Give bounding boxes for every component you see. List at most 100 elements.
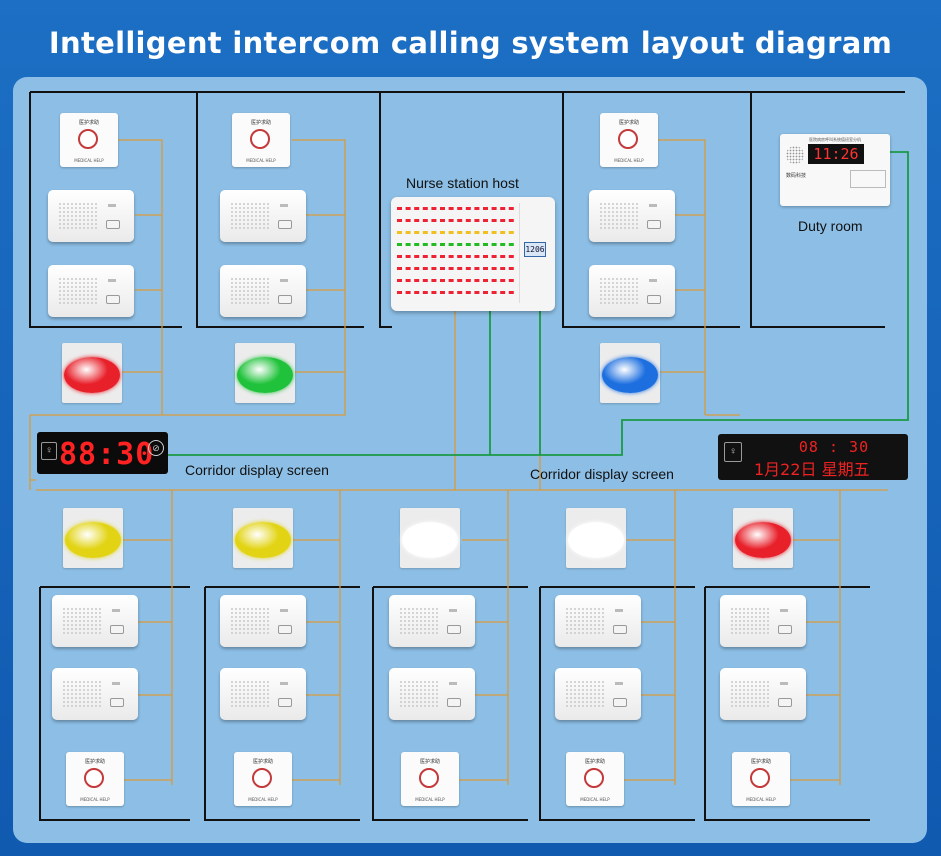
host-led — [397, 231, 402, 234]
nurse-station-host: 1206 — [391, 197, 555, 311]
host-led — [491, 267, 497, 270]
bedside-unit[interactable] — [720, 595, 806, 647]
bedside-unit[interactable] — [555, 595, 641, 647]
call-button[interactable]: 医护求助 MEDICAL HELP — [234, 752, 292, 806]
duty-device-header: 医院病房呼叫系统值班室分机 — [809, 137, 861, 142]
bedside-unit[interactable] — [52, 595, 138, 647]
bedside-unit[interactable] — [220, 265, 306, 317]
bedside-unit[interactable] — [589, 190, 675, 242]
host-led — [483, 267, 488, 270]
host-led — [440, 219, 445, 222]
bedside-unit[interactable] — [589, 265, 675, 317]
call-button-caption: MEDICAL HELP — [746, 797, 776, 802]
host-led — [448, 219, 454, 222]
host-led — [440, 291, 445, 294]
page-title: Intelligent intercom calling system layo… — [48, 26, 893, 60]
bedside-unit[interactable] — [220, 668, 306, 720]
call-button-caption: MEDICAL HELP — [246, 158, 276, 163]
host-led — [448, 243, 454, 246]
host-led — [465, 279, 471, 282]
door-lamp — [233, 508, 293, 568]
host-led — [405, 219, 411, 222]
host-led — [500, 219, 506, 222]
call-button-label: 医护求助 — [618, 120, 639, 126]
bedside-unit[interactable] — [389, 595, 475, 647]
corridor-display-left-label: Corridor display screen — [185, 462, 329, 478]
call-button[interactable]: 医护求助 MEDICAL HELP — [232, 113, 290, 167]
host-led — [397, 243, 402, 246]
room-frames — [29, 91, 905, 821]
bedside-unit[interactable] — [555, 668, 641, 720]
bedside-unit[interactable] — [720, 668, 806, 720]
duty-room-label: Duty room — [798, 218, 863, 234]
call-button[interactable]: 医护求助 MEDICAL HELP — [732, 752, 790, 806]
host-led — [397, 291, 402, 294]
host-led — [422, 231, 428, 234]
nurse-icon: ♀ — [41, 442, 57, 460]
host-led — [508, 291, 514, 294]
call-button-label: 医护求助 — [250, 120, 271, 126]
host-led — [465, 243, 471, 246]
host-screen: 1206 — [524, 242, 546, 257]
host-led — [474, 231, 480, 234]
bedside-unit[interactable] — [48, 190, 134, 242]
call-button[interactable]: 医护求助 MEDICAL HELP — [566, 752, 624, 806]
host-led — [422, 243, 428, 246]
host-led — [405, 279, 411, 282]
host-led — [474, 243, 480, 246]
network-wires — [168, 151, 909, 456]
host-led — [457, 279, 463, 282]
host-led — [414, 231, 420, 234]
host-led — [465, 267, 471, 270]
corridor-display-right: ♀ 08 : 30 1月22日 星期五 — [718, 434, 908, 480]
call-button-ring — [584, 768, 604, 788]
door-lamp — [63, 508, 123, 568]
host-led — [414, 291, 420, 294]
bedside-unit[interactable] — [220, 190, 306, 242]
call-button[interactable]: 医护求助 MEDICAL HELP — [401, 752, 459, 806]
duty-device-brand: 数码科技 — [786, 173, 807, 179]
host-led — [483, 291, 488, 294]
host-led — [414, 243, 420, 246]
host-led — [397, 279, 402, 282]
door-lamp — [235, 343, 295, 403]
call-button-label: 医护求助 — [584, 759, 605, 765]
call-button-ring — [252, 768, 272, 788]
bedside-unit[interactable] — [389, 668, 475, 720]
host-led — [500, 267, 506, 270]
host-led — [405, 231, 411, 234]
host-led — [431, 207, 437, 210]
host-led — [431, 255, 437, 258]
door-lamp — [733, 508, 793, 568]
bedside-unit[interactable] — [220, 595, 306, 647]
call-button[interactable]: 医护求助 MEDICAL HELP — [60, 113, 118, 167]
host-led — [474, 219, 480, 222]
host-led — [474, 291, 480, 294]
host-led — [422, 267, 428, 270]
bedside-unit[interactable] — [52, 668, 138, 720]
host-led — [422, 291, 428, 294]
host-led — [457, 255, 463, 258]
host-led — [457, 207, 463, 210]
host-led — [414, 267, 420, 270]
host-led — [508, 255, 514, 258]
host-led — [414, 255, 420, 258]
host-led — [500, 279, 506, 282]
call-button-ring — [419, 768, 439, 788]
host-led — [500, 243, 506, 246]
host-led — [483, 243, 488, 246]
host-led — [440, 279, 445, 282]
host-led — [405, 291, 411, 294]
call-button[interactable]: 医护求助 MEDICAL HELP — [600, 113, 658, 167]
host-led — [397, 219, 402, 222]
host-led — [457, 243, 463, 246]
host-led — [440, 231, 445, 234]
host-led — [448, 267, 454, 270]
bedside-unit[interactable] — [48, 265, 134, 317]
host-led — [500, 255, 506, 258]
door-lamp — [62, 343, 122, 403]
host-led — [422, 207, 428, 210]
host-led — [422, 255, 428, 258]
host-led — [405, 207, 411, 210]
call-button[interactable]: 医护求助 MEDICAL HELP — [66, 752, 124, 806]
